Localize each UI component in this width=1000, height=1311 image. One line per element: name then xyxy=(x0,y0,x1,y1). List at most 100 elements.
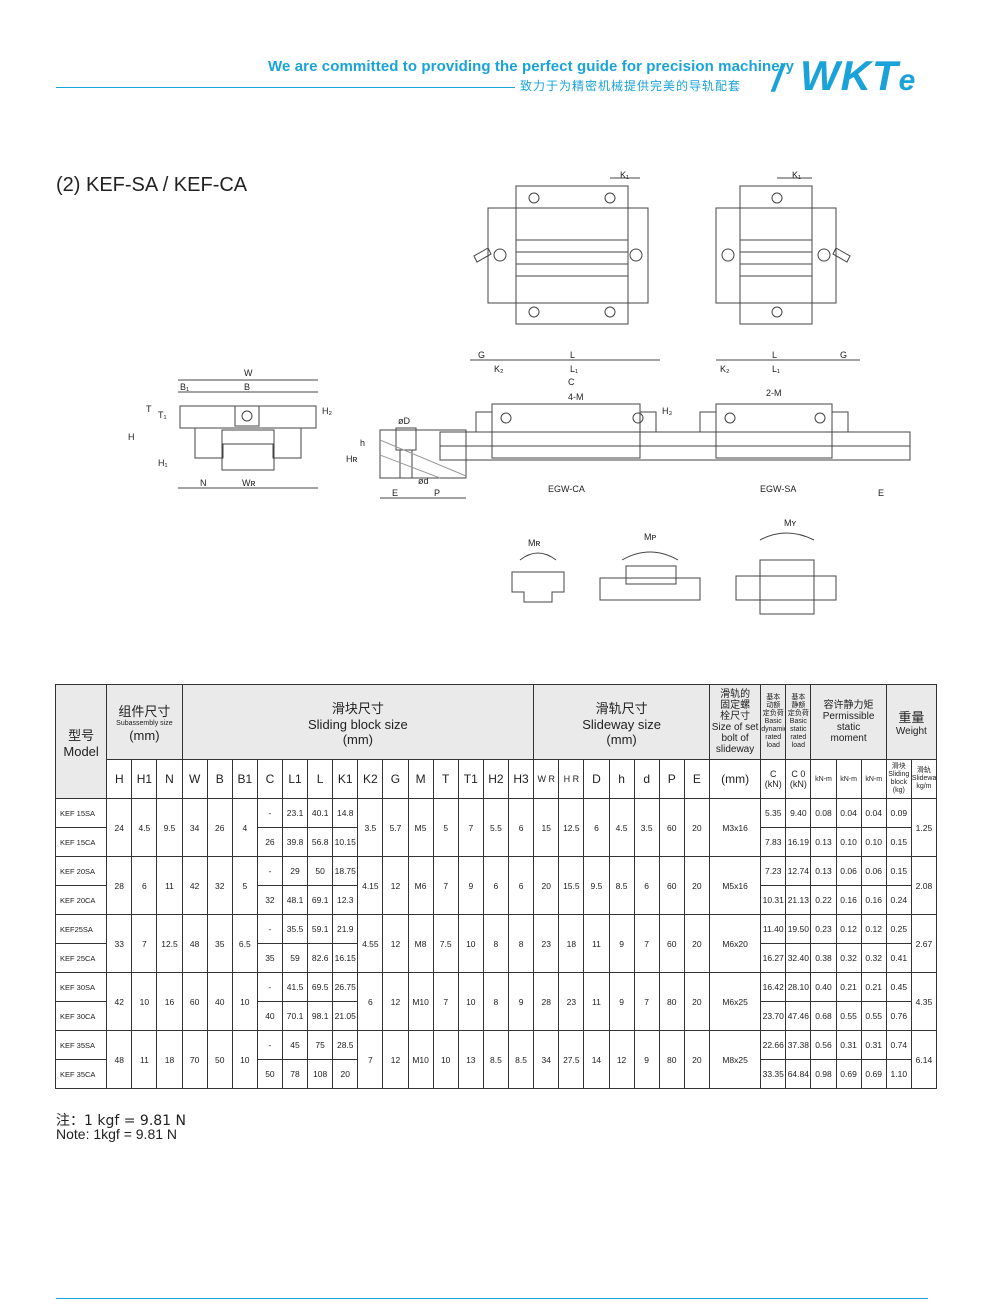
label-b1: B₁ xyxy=(180,382,189,392)
table-cell: 11 xyxy=(583,914,610,973)
table-cell: M6 xyxy=(407,856,434,915)
col-m: M xyxy=(407,759,434,799)
table-cell: 7.23 xyxy=(760,856,787,886)
table-cell: KEF 25CA xyxy=(54,943,108,973)
table-cell: 20 xyxy=(683,972,710,1031)
table-cell: 0.12 xyxy=(835,914,862,944)
table-cell: 0.22 xyxy=(810,885,837,915)
table-cell: 7 xyxy=(432,972,459,1031)
table-cell: 5 xyxy=(231,856,258,915)
table-cell: 40 xyxy=(206,972,233,1031)
table-cell: 4.5 xyxy=(131,798,158,857)
label-od: øD xyxy=(398,416,410,426)
table-cell: 34 xyxy=(533,1030,560,1089)
table-cell: 18.75 xyxy=(332,856,359,886)
table-cell: 60 xyxy=(658,914,685,973)
table-cell: 20 xyxy=(683,798,710,857)
table-cell: 50 xyxy=(256,1059,283,1089)
table-cell: 5.35 xyxy=(760,798,787,828)
table-cell: M5 xyxy=(407,798,434,857)
table-cell: 34 xyxy=(181,798,208,857)
table-cell: 6 xyxy=(131,856,158,915)
col-g: G xyxy=(382,759,409,799)
table-cell: 47.46 xyxy=(785,1001,812,1031)
table-cell: 0.31 xyxy=(860,1030,887,1060)
header-slash: / xyxy=(772,58,783,100)
table-cell: 8.5 xyxy=(608,856,635,915)
side-view-ca xyxy=(439,359,911,461)
note-cn: 注：1 kgf = 9.81 N xyxy=(56,1113,187,1129)
table-cell: 82.6 xyxy=(307,943,334,973)
col-c0-kn: C 0(kN) xyxy=(785,759,812,799)
table-cell: 59 xyxy=(281,943,309,973)
table-cell: 15 xyxy=(533,798,560,857)
table-cell: 18 xyxy=(156,1030,183,1089)
table-cell: 2.67 xyxy=(910,914,938,973)
table-cell: 9 xyxy=(608,972,635,1031)
label-l1-b: L₁ xyxy=(772,364,780,374)
top-view-sa xyxy=(715,177,851,325)
table-cell: 6 xyxy=(583,798,610,857)
table-cell: 39.8 xyxy=(281,827,309,857)
table-cell: 26.75 xyxy=(332,972,359,1002)
table-cell: 0.08 xyxy=(810,798,837,828)
table-cell: M6x25 xyxy=(708,972,762,1031)
table-cell: 0.55 xyxy=(860,1001,887,1031)
table-cell: 18 xyxy=(558,914,585,973)
table-cell: 23.70 xyxy=(760,1001,787,1031)
table-cell: 8 xyxy=(482,914,509,973)
table-cell: 0.06 xyxy=(835,856,862,886)
label-egw-ca: EGW-CA xyxy=(548,484,585,494)
table-cell: 33 xyxy=(106,914,133,973)
table-cell: 8.5 xyxy=(507,1030,535,1089)
table-cell: 12.5 xyxy=(558,798,585,857)
table-cell: 0.32 xyxy=(860,943,887,973)
label-k2: K₂ xyxy=(494,364,504,374)
table-cell: 12 xyxy=(382,914,409,973)
table-cell: 12.5 xyxy=(156,914,183,973)
label-l1: L₁ xyxy=(570,364,578,374)
table-cell: 0.15 xyxy=(885,827,912,857)
table-cell: 40 xyxy=(256,1001,283,1031)
table-cell: 0.21 xyxy=(835,972,862,1002)
table-cell: 0.13 xyxy=(810,856,837,886)
table-cell: 26 xyxy=(256,827,283,857)
table-cell: 0.15 xyxy=(885,856,912,886)
table-cell: 0.38 xyxy=(810,943,837,973)
label-e-b: E xyxy=(878,488,884,498)
table-cell: 3.5 xyxy=(633,798,660,857)
table-cell: 8.5 xyxy=(482,1030,509,1089)
table-cell: 1.10 xyxy=(885,1059,912,1089)
table-cell: 0.10 xyxy=(835,827,862,857)
table-cell: 22.66 xyxy=(760,1030,787,1060)
table-cell: 6.14 xyxy=(910,1030,938,1089)
col-l1: L1 xyxy=(281,759,309,799)
table-cell: 37.38 xyxy=(785,1030,812,1060)
table-cell: - xyxy=(256,1030,283,1060)
table-cell: 4.55 xyxy=(357,914,384,973)
table-cell: 70.1 xyxy=(281,1001,309,1031)
table-cell: 27.5 xyxy=(558,1030,585,1089)
table-cell: 0.10 xyxy=(860,827,887,857)
front-view xyxy=(178,379,318,489)
table-cell: KEF 30SA xyxy=(54,972,108,1002)
table-cell: 23 xyxy=(533,914,560,973)
table-cell: 80 xyxy=(658,972,685,1031)
table-cell: 9 xyxy=(457,856,484,915)
table-cell: 29 xyxy=(281,856,309,886)
table-cell: 6 xyxy=(507,798,535,857)
table-cell: - xyxy=(256,972,283,1002)
table-cell: 16.27 xyxy=(760,943,787,973)
header-tagline-en: We are committed to providing the perfec… xyxy=(268,58,795,75)
table-cell: 23 xyxy=(558,972,585,1031)
table-cell: 11 xyxy=(131,1030,158,1089)
technical-drawings: K₁ K₁ W B₁ B T T₁ H H₁ H₂ N Wʀ øD h Hʀ ø… xyxy=(128,170,911,615)
